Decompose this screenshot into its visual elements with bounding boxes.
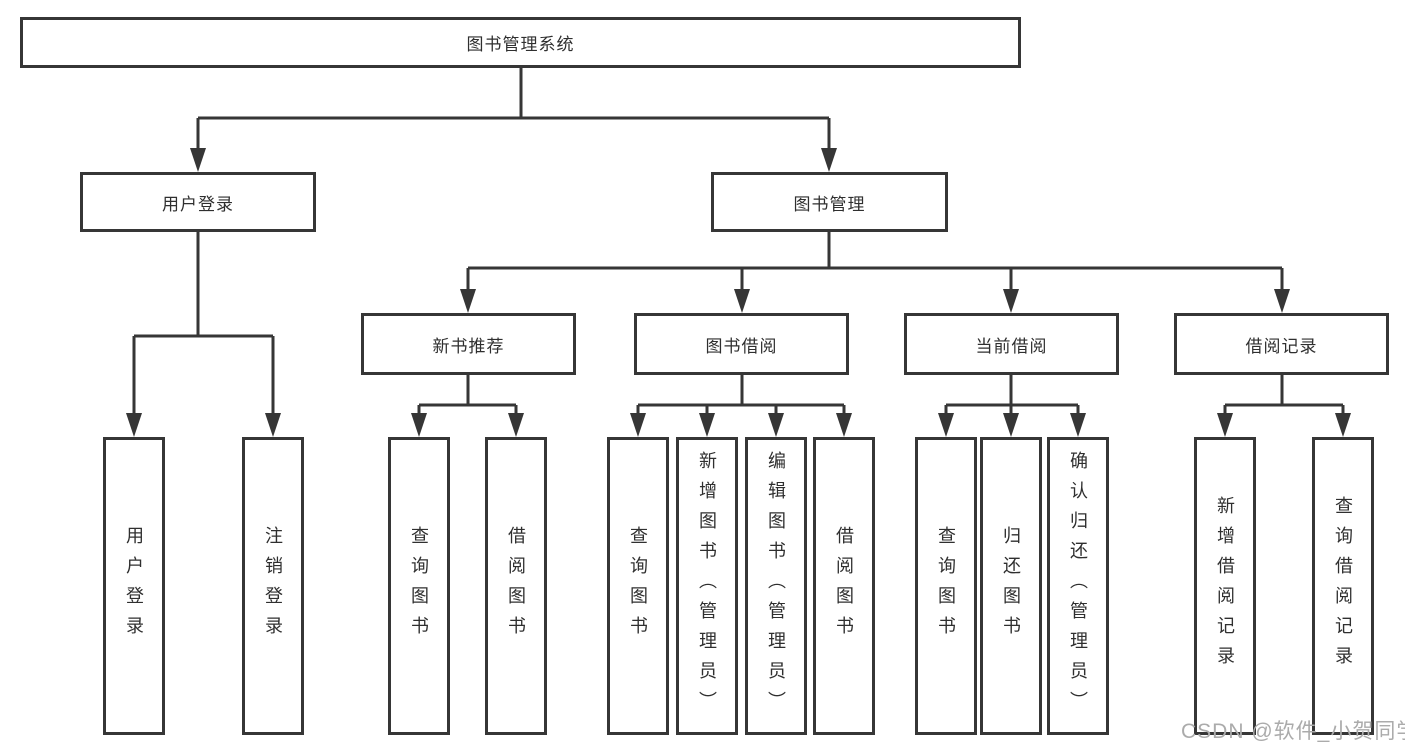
node-leaf-confirm-return-admin: 确认归还（管理员） bbox=[1047, 437, 1109, 735]
edge-book-management-to-level3 bbox=[460, 232, 1290, 313]
node-label: 查询图书 bbox=[409, 526, 429, 646]
node-leaf-borrow-books-borrowing: 借阅图书 bbox=[813, 437, 875, 735]
node-label: 查询图书 bbox=[936, 526, 956, 646]
node-current-borrowing: 当前借阅 bbox=[904, 313, 1119, 375]
node-leaf-logout: 注销登录 bbox=[242, 437, 304, 735]
node-leaf-return-books: 归还图书 bbox=[980, 437, 1042, 735]
node-label: 新书推荐 bbox=[432, 336, 505, 356]
watermark-text: CSDN @软件_小贺同学 bbox=[1181, 720, 1405, 743]
node-label: 借阅记录 bbox=[1245, 336, 1318, 356]
node-label: 借阅图书 bbox=[834, 526, 854, 646]
node-leaf-borrow-books-recommend: 借阅图书 bbox=[485, 437, 547, 735]
node-label: 用户登录 bbox=[162, 194, 234, 214]
node-leaf-query-books-recommend: 查询图书 bbox=[388, 437, 450, 735]
node-label: 图书管理系统 bbox=[466, 35, 575, 54]
node-leaf-edit-books-admin: 编辑图书（管理员） bbox=[745, 437, 807, 735]
edge-user-login-to-leaves bbox=[126, 232, 281, 437]
node-library-management-system: 图书管理系统 bbox=[20, 17, 1021, 68]
node-label: 注销登录 bbox=[263, 526, 283, 646]
edge-borrowing-records-to-leaves bbox=[1217, 375, 1351, 437]
edge-book-borrowing-to-leaves bbox=[630, 375, 852, 437]
node-new-book-recommend: 新书推荐 bbox=[361, 313, 576, 375]
node-label: 查询图书 bbox=[628, 526, 648, 646]
node-label: 用户登录 bbox=[124, 526, 144, 646]
edge-root-to-level2 bbox=[190, 68, 837, 172]
edge-new-book-recommend-to-leaves bbox=[411, 375, 524, 437]
node-user-login: 用户登录 bbox=[80, 172, 316, 232]
node-leaf-add-borrow-record: 新增借阅记录 bbox=[1194, 437, 1256, 735]
node-leaf-add-books-admin: 新增图书（管理员） bbox=[676, 437, 738, 735]
node-label: 借阅图书 bbox=[506, 526, 526, 646]
node-book-management: 图书管理 bbox=[711, 172, 948, 232]
node-label: 归还图书 bbox=[1001, 526, 1021, 646]
node-label: 查询借阅记录 bbox=[1333, 496, 1353, 676]
node-label: 图书借阅 bbox=[705, 336, 778, 356]
node-leaf-user-login: 用户登录 bbox=[103, 437, 165, 735]
node-leaf-query-books-borrowing: 查询图书 bbox=[607, 437, 669, 735]
node-book-borrowing: 图书借阅 bbox=[634, 313, 849, 375]
node-label: 确认归还（管理员） bbox=[1068, 451, 1088, 721]
node-borrowing-records: 借阅记录 bbox=[1174, 313, 1389, 375]
node-label: 图书管理 bbox=[793, 194, 866, 214]
node-label: 当前借阅 bbox=[975, 336, 1048, 356]
node-leaf-query-borrow-record: 查询借阅记录 bbox=[1312, 437, 1374, 735]
node-label: 新增图书（管理员） bbox=[697, 451, 717, 721]
edge-current-borrowing-to-leaves bbox=[938, 375, 1086, 437]
node-leaf-query-books-current: 查询图书 bbox=[915, 437, 977, 735]
node-label: 编辑图书（管理员） bbox=[766, 451, 786, 721]
node-label: 新增借阅记录 bbox=[1215, 496, 1235, 676]
